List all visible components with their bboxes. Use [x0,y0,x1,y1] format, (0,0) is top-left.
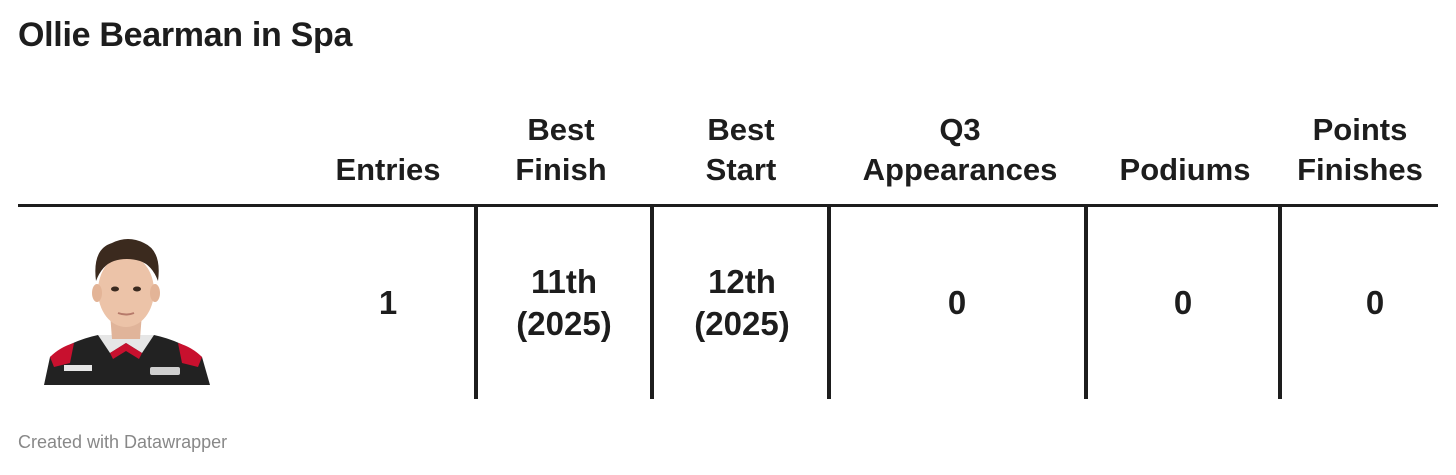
header-q3-appearances: Q3 Appearances [862,112,1058,187]
table-row: 1 11th (2025) 12th (2025) 0 0 0 [18,207,1438,399]
column-divider [827,207,831,399]
cell-points-finishes: 0 [1365,284,1385,321]
cell-q3-appearances: 0 [947,284,967,321]
column-divider [1084,207,1088,399]
driver-portrait-icon [40,235,212,385]
table-header: Entries Best Finish Best Start Q3 Appear… [18,104,1438,207]
header-entries: Entries [335,152,441,187]
header-podiums: Podiums [1119,152,1251,187]
header-best-finish: Best Finish [515,112,607,187]
cell-best-start: 12th (2025) [694,263,790,342]
cell-best-finish: 11th (2025) [516,263,612,342]
header-best-start: Best Start [705,112,777,187]
header-points-finishes: Points Finishes [1297,112,1423,187]
column-divider [1278,207,1282,399]
footer-credit: Created with Datawrapper [18,432,228,452]
cell-podiums: 0 [1173,284,1193,321]
stats-table: Entries Best Finish Best Start Q3 Appear… [18,104,1438,399]
column-divider [474,207,478,399]
cell-entries: 1 [378,284,398,321]
column-divider [650,207,654,399]
chart-title: Ollie Bearman in Spa [18,16,353,54]
